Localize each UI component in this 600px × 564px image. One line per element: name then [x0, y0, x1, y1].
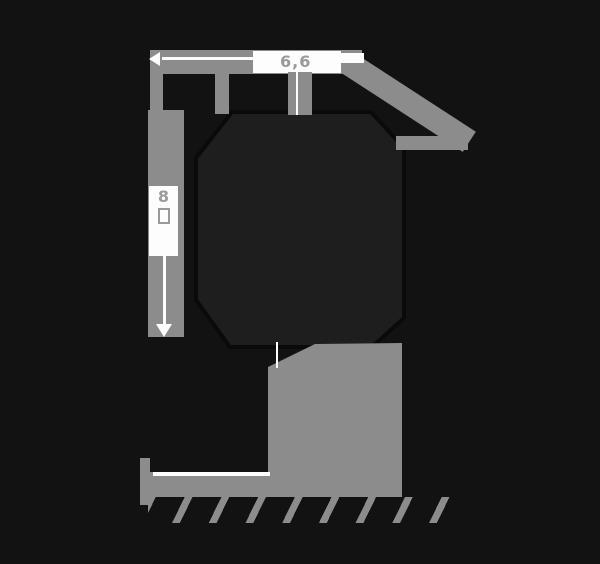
ground-left-tick: [140, 458, 150, 505]
missing-glyph-box-icon: [157, 208, 170, 224]
ground-hatching: [148, 497, 466, 523]
dimension-value-left: 8: [157, 187, 170, 206]
object-outline: [194, 110, 406, 349]
dimension-arrow-down-icon: [156, 324, 172, 337]
dimension-label-top: 6,6: [253, 51, 341, 73]
ground-surface: [145, 472, 270, 497]
support-top-highlight-line: [276, 342, 278, 368]
dimension-line-tab: [338, 53, 364, 63]
dimension-line-left: [163, 252, 166, 330]
extension-line-outer: [150, 72, 163, 116]
extension-line-inner: [215, 72, 229, 114]
dimension-leader-right: [396, 136, 468, 150]
label-leader-highlight: [296, 72, 298, 115]
dimension-arrow-left-icon: [149, 52, 160, 66]
dimension-line-top: [162, 57, 254, 60]
dimension-label-left: 8: [149, 186, 178, 256]
dimension-value-top: 6,6: [280, 52, 312, 71]
ground-highlight-line: [153, 472, 270, 476]
support-column: [268, 343, 402, 497]
label-leader-line: [288, 72, 312, 115]
